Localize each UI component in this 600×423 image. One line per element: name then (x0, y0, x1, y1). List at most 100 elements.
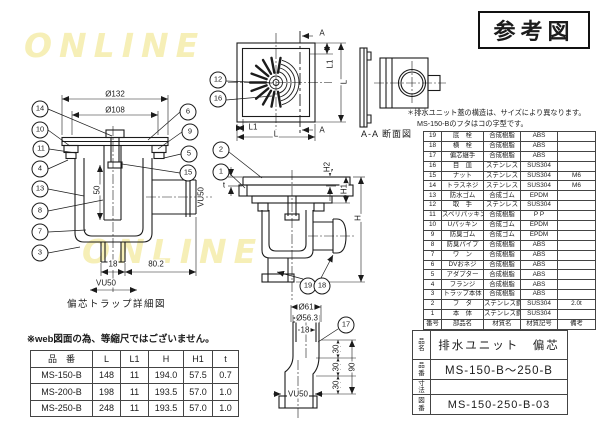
structure-note-line1: ＊排水ユニット蓋の構造は、サイズにより異なります。 (407, 108, 586, 117)
cell-l1: 11 (120, 366, 149, 384)
cell-part-no: 19 (423, 131, 442, 142)
parts-table-row: 15 ナット ステンレス SUS304 M6 (423, 170, 596, 182)
cell-part-material-code: ABS (520, 140, 558, 152)
cell-part-no: 13 (423, 190, 442, 202)
cell-part-no: 8 (423, 239, 442, 251)
dimension-label: VU50 (94, 278, 118, 288)
cell-part-no: 2 (423, 299, 442, 311)
size-col-h1: H1 (183, 350, 213, 368)
size-table-row: MS-250-B 248 11 193.5 57.0 1.0 (30, 399, 239, 417)
size-table-row: MS-200-B 198 11 193.5 57.0 1.0 (30, 383, 239, 401)
cell-part-remark (557, 190, 596, 202)
cell-part-remark (557, 210, 596, 222)
cell-part-remark (557, 249, 596, 261)
cell-part-remark: M6 (557, 170, 596, 182)
balloon: 13 (31, 180, 49, 198)
cell-part-material-code: SUS304 (520, 160, 558, 172)
cell-part-material-code: ABS (520, 239, 558, 251)
parts-col-name: 部品名 (441, 319, 484, 330)
cell-part-no: 1 (423, 309, 442, 321)
title-block: 品名 排水ユニット 偏芯 品番 MS-150-B～250-B 寸法 図番 MS-… (412, 330, 568, 415)
title-block-label: 品番 (413, 360, 431, 379)
cell-part-material-code: EPDM (520, 190, 558, 202)
cell-part-material: 合成樹脂 (483, 150, 521, 162)
cell-h1: 57.0 (183, 399, 213, 417)
parts-table-row: 10 Uパッキン 合成ゴム EPDM (423, 220, 596, 231)
cell-part-material-code: ABS (520, 150, 558, 162)
cell-l1: 11 (120, 383, 149, 401)
balloon: 6 (179, 103, 197, 121)
cell-part-name: 防臭ゴム (441, 229, 484, 241)
cell-part-material-code: EPDM (520, 220, 558, 231)
cell-model: MS-200-B (30, 383, 93, 401)
cell-part-name: 本 体 (441, 309, 484, 321)
parts-table-row: 16 目 皿 ステンレス SUS304 (423, 160, 596, 172)
balloon: 15 (179, 164, 197, 182)
size-table-header-row: 品 番 L L1 H H1 t (30, 350, 239, 368)
balloon: 9 (181, 123, 199, 141)
cell-part-no: 3 (423, 289, 442, 301)
parts-table-row: 11 スベリパッキン 合成樹脂 P P (423, 210, 596, 222)
dimension-label: L (272, 129, 280, 139)
structure-note-line2: MS-150-Bのフタはコの字型です。 (417, 119, 528, 129)
cell-h1: 57.5 (183, 366, 213, 384)
parts-table-row: 13 防水ゴム 合成ゴム EPDM (423, 190, 596, 202)
cell-part-material-code: ABS (520, 259, 558, 271)
cell-h1: 57.0 (183, 383, 213, 401)
parts-table-header-row: 番号 部品名 材質名 材質記号 備考 (423, 319, 596, 330)
cell-part-name: ワ ン (441, 249, 484, 261)
dimension-label: Ø132 (104, 89, 126, 99)
cell-part-material: 合成樹脂 (483, 131, 521, 142)
cell-part-no: 7 (423, 249, 442, 261)
cell-part-material-code: ABS (520, 289, 558, 301)
balloon: 5 (180, 145, 198, 163)
balloon: 16 (209, 90, 227, 108)
dimension-label: Ø61 (297, 302, 315, 312)
cell-part-material-code: SUS304 (520, 170, 558, 182)
balloon: 8 (31, 202, 49, 220)
cell-part-material-code: P P (520, 210, 558, 222)
dimension-label: 30 (331, 379, 341, 391)
cell-part-name: 防臭パイプ (441, 239, 484, 251)
balloon: 14 (31, 100, 49, 118)
cell-l1: 11 (120, 399, 149, 417)
parts-table-row: 14 トラスネジ ステンレス SUS304 M6 (423, 180, 596, 192)
cell-part-material-code: ABS (520, 249, 558, 261)
title-block-label: 品名 (413, 331, 431, 359)
cell-part-material: 合成樹脂 (483, 140, 521, 152)
cell-part-material-code: ABS (520, 279, 558, 291)
balloon: 11 (32, 140, 50, 158)
dimension-label: 90 (347, 361, 357, 373)
title-block-label: 図番 (413, 395, 431, 414)
balloon: 7 (31, 223, 49, 241)
size-table-row: MS-150-B 148 11 194.0 57.5 0.7 (30, 366, 239, 384)
cell-part-material: 合成樹脂 (483, 279, 521, 291)
parts-table-row: 12 取 手 ステンレス SUS304 (423, 200, 596, 212)
title-block-label: 寸法 (413, 380, 431, 394)
cell-part-material: 合成ゴム (483, 229, 521, 241)
balloon: 12 (209, 71, 227, 89)
parts-col-no: 番号 (423, 319, 442, 330)
dimension-label: Ø108 (104, 105, 126, 115)
watermark-online-top: ONLINE (24, 26, 206, 65)
cell-part-material: ステンレス (483, 170, 521, 182)
balloon: 3 (31, 244, 49, 262)
cell-part-no: 14 (423, 180, 442, 192)
cell-part-material: 合成樹脂 (483, 210, 521, 222)
parts-table-row: 2 フ タ ステンレス鋼板 SUS304 2.0t (423, 299, 596, 311)
cell-part-no: 16 (423, 160, 442, 172)
cell-part-material-code: EPDM (520, 229, 558, 241)
cell-part-material: ステンレス (483, 160, 521, 172)
title-block-product-name-row: 品名 排水ユニット 偏芯 (412, 330, 568, 360)
structure-note: ＊排水ユニット蓋の構造は、サイズにより異なります。 MS-150-Bのフタはコの… (407, 107, 586, 129)
cell-l: 148 (92, 366, 121, 384)
parts-table-row: 9 防臭ゴム 合成ゴム EPDM (423, 229, 596, 241)
dimension-label: 18 (299, 325, 311, 335)
cell-part-material: 合成ゴム (483, 190, 521, 202)
dimension-label: 30 (331, 361, 341, 373)
dimension-label: t (221, 180, 227, 190)
